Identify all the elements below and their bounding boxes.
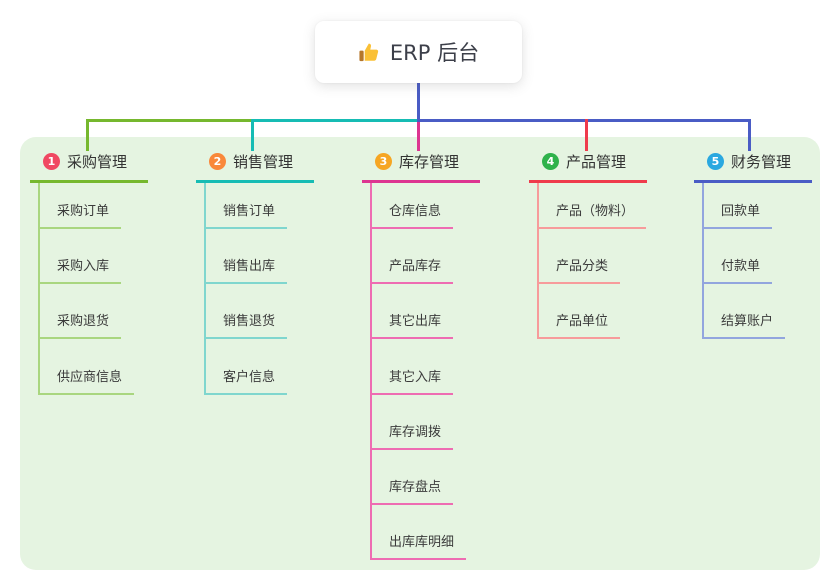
child-node[interactable]: 库存盘点 xyxy=(370,480,454,505)
branch-child-rail xyxy=(702,180,704,339)
child-node[interactable]: 供应商信息 xyxy=(38,370,135,395)
connector-drop xyxy=(86,119,89,151)
child-node[interactable]: 结算账户 xyxy=(702,314,786,339)
branches-panel xyxy=(20,137,820,570)
child-node[interactable]: 产品单位 xyxy=(537,314,621,339)
branch-node-3[interactable]: 3 库存管理 xyxy=(362,151,480,183)
child-node[interactable]: 客户信息 xyxy=(204,370,288,395)
connector-drop xyxy=(417,122,420,151)
child-node[interactable]: 采购退货 xyxy=(38,314,122,339)
branch-number-badge: 3 xyxy=(375,153,392,170)
connector-bus-segment xyxy=(86,119,251,122)
branch-number-badge: 5 xyxy=(707,153,724,170)
child-node[interactable]: 销售退货 xyxy=(204,314,288,339)
child-node[interactable]: 销售出库 xyxy=(204,259,288,284)
connector-drop xyxy=(251,119,254,151)
child-node[interactable]: 仓库信息 xyxy=(370,204,454,229)
child-node[interactable]: 采购入库 xyxy=(38,259,122,284)
thumbs-up-icon xyxy=(358,41,381,64)
branch-number-badge: 4 xyxy=(542,153,559,170)
branch-label-text: 产品管理 xyxy=(566,153,627,171)
branch-node-5[interactable]: 5 财务管理 xyxy=(694,151,812,183)
child-node[interactable]: 产品分类 xyxy=(537,259,621,284)
root-connector-stem xyxy=(417,83,420,121)
branch-node-1[interactable]: 1 采购管理 xyxy=(30,151,148,183)
root-node-label: ERP 后台 xyxy=(389,41,480,65)
branch-child-rail xyxy=(204,180,206,395)
branch-node-2[interactable]: 2 销售管理 xyxy=(196,151,314,183)
branch-label-text: 库存管理 xyxy=(399,153,460,171)
branch-label-text: 销售管理 xyxy=(233,153,294,171)
child-node[interactable]: 产品（物料） xyxy=(537,204,647,229)
branch-child-rail xyxy=(38,180,40,395)
branch-number-badge: 1 xyxy=(43,153,60,170)
branch-node-4[interactable]: 4 产品管理 xyxy=(529,151,647,183)
child-node[interactable]: 其它出库 xyxy=(370,314,454,339)
connector-bus-segment xyxy=(417,119,751,122)
child-node[interactable]: 出库库明细 xyxy=(370,535,467,560)
child-node[interactable]: 库存调拨 xyxy=(370,425,454,450)
branch-label-text: 财务管理 xyxy=(731,153,792,171)
branch-number-badge: 2 xyxy=(209,153,226,170)
branch-child-rail xyxy=(537,180,539,339)
child-node[interactable]: 付款单 xyxy=(702,259,773,284)
child-node[interactable]: 销售订单 xyxy=(204,204,288,229)
connector-drop xyxy=(748,119,751,151)
connector-bus-segment xyxy=(251,119,417,122)
child-node[interactable]: 其它入库 xyxy=(370,370,454,395)
child-node[interactable]: 采购订单 xyxy=(38,204,122,229)
child-node[interactable]: 产品库存 xyxy=(370,259,454,284)
branch-child-rail xyxy=(370,180,372,560)
root-node[interactable]: ERP 后台 xyxy=(315,21,522,83)
branch-label-text: 采购管理 xyxy=(67,153,128,171)
connector-drop xyxy=(585,119,588,151)
child-node[interactable]: 回款单 xyxy=(702,204,773,229)
